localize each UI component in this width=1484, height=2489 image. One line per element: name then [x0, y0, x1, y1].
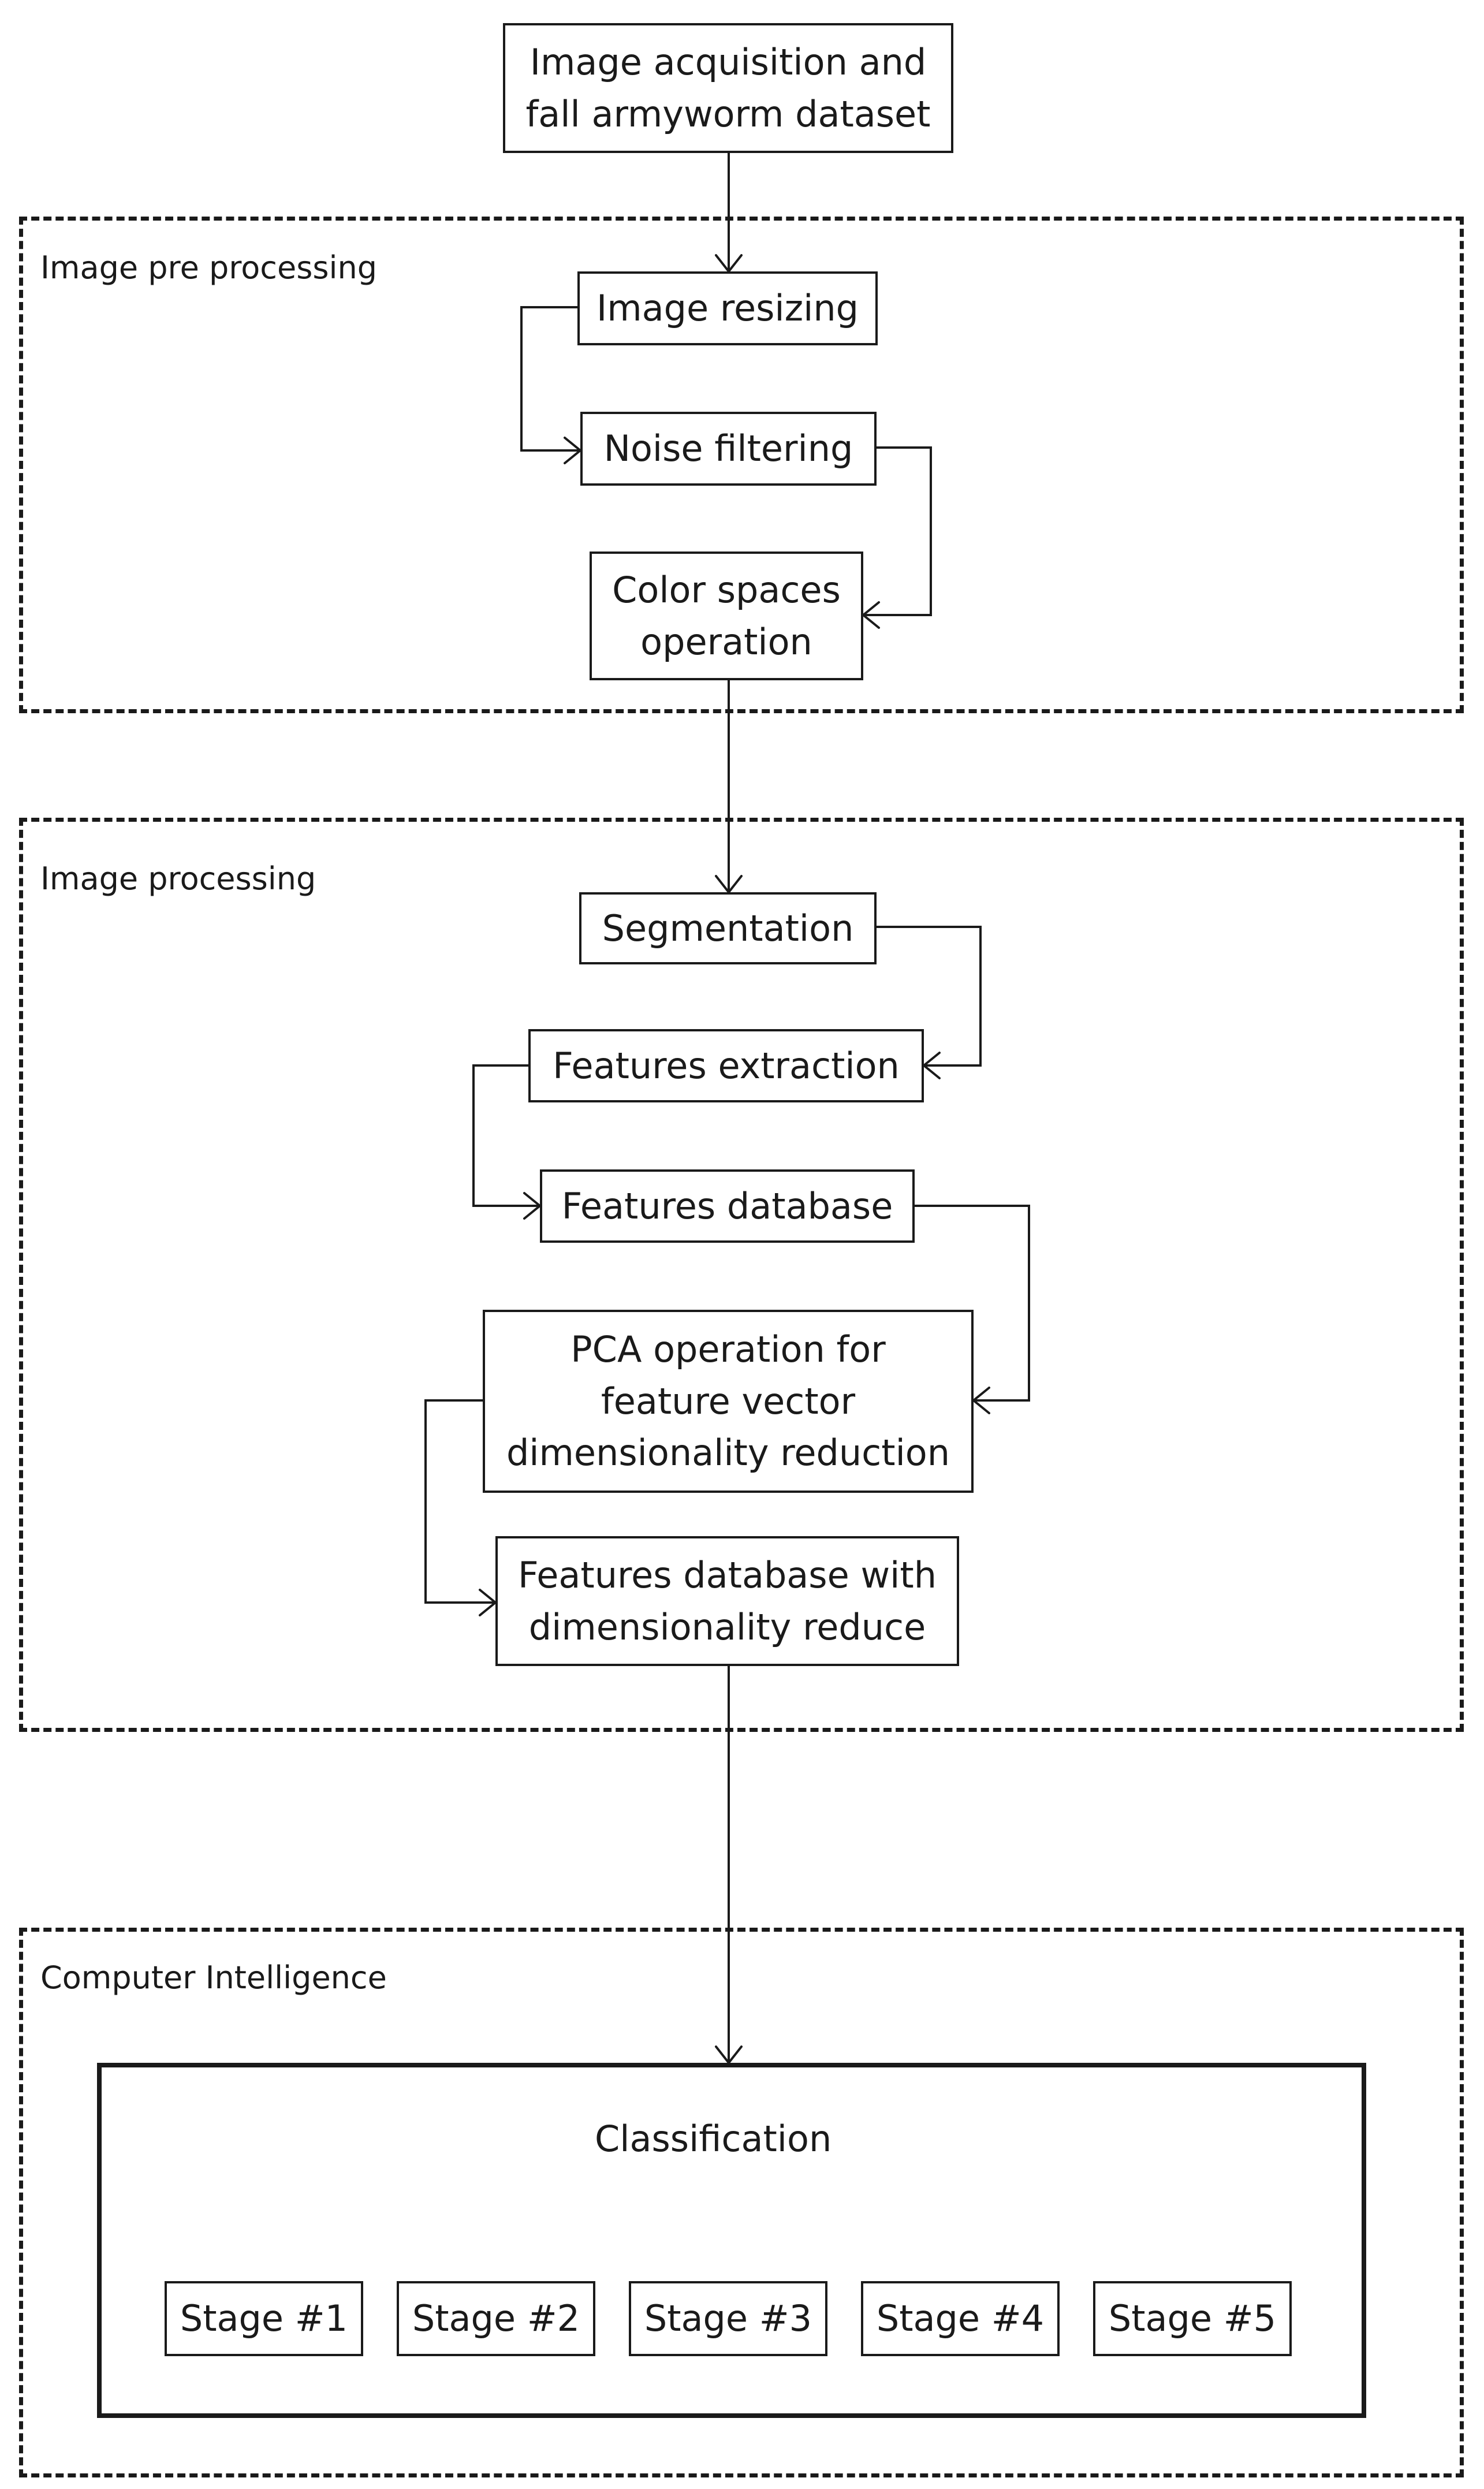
node-noise-filtering: Noise filtering [580, 412, 877, 486]
stage-label-5: Stage #5 [1108, 2297, 1277, 2340]
stage-box-2: Stage #2 [397, 2281, 595, 2356]
connector-pca-to-reduced [424, 1399, 497, 1604]
group-label-computer-intelligence: Computer Intelligence [40, 1959, 387, 1996]
connector-segmentation-to-extraction [875, 926, 982, 1067]
group-label-image-pre-processing: Image pre processing [40, 249, 377, 286]
stage-label-3: Stage #3 [644, 2297, 812, 2340]
node-features-database-label: Features database [561, 1184, 893, 1227]
stage-box-4: Stage #4 [861, 2281, 1060, 2356]
node-pca-line1: PCA operation for [571, 1328, 886, 1370]
arrowhead-color [861, 601, 880, 629]
node-color-spaces-operation: Color spaces operation [590, 552, 863, 680]
arrowhead-extraction [922, 1052, 941, 1079]
node-color-spaces-line2: operation [640, 620, 812, 663]
node-pca-line2: feature vector [601, 1380, 856, 1422]
group-label-image-processing: Image processing [40, 860, 316, 897]
node-features-extraction: Features extraction [528, 1029, 924, 1102]
node-image-resizing: Image resizing [577, 271, 878, 345]
node-pca-operation: PCA operation for feature vector dimensi… [483, 1310, 974, 1493]
stage-label-4: Stage #4 [876, 2297, 1045, 2340]
stage-label-2: Stage #2 [412, 2297, 580, 2340]
node-features-database-reduced: Features database with dimensionality re… [495, 1536, 959, 1666]
node-image-acquisition-line1: Image acquisition and [530, 40, 927, 83]
node-features-extraction-label: Features extraction [553, 1044, 900, 1087]
node-segmentation: Segmentation [579, 892, 877, 964]
stage-box-5: Stage #5 [1093, 2281, 1292, 2356]
node-image-acquisition: Image acquisition and fall armyworm data… [503, 23, 953, 153]
node-image-acquisition-line2: fall armyworm dataset [525, 92, 931, 135]
node-noise-filtering-label: Noise filtering [603, 427, 853, 470]
connector-database-to-pca [913, 1205, 1030, 1402]
connector-noise-to-color [862, 446, 932, 616]
classification-title: Classification [595, 2118, 832, 2160]
stage-label-1: Stage #1 [180, 2297, 348, 2340]
node-features-reduced-line2: dimensionality reduce [528, 1605, 926, 1648]
connector-extraction-to-database [472, 1064, 541, 1207]
stage-box-1: Stage #1 [165, 2281, 363, 2356]
arrowhead-pca [971, 1387, 990, 1414]
classification-box [97, 2063, 1366, 2418]
node-pca-line3: dimensionality reduction [506, 1432, 950, 1474]
group-image-processing [19, 818, 1464, 1732]
node-image-resizing-label: Image resizing [596, 287, 859, 330]
node-color-spaces-line1: Color spaces [612, 568, 841, 611]
node-segmentation-label: Segmentation [602, 907, 854, 949]
connector-resizing-to-noise [520, 306, 581, 452]
group-computer-intelligence [19, 1928, 1464, 2477]
stage-box-3: Stage #3 [629, 2281, 827, 2356]
group-image-pre-processing [19, 217, 1464, 713]
node-features-database: Features database [540, 1169, 915, 1243]
node-features-reduced-line1: Features database with [518, 1553, 937, 1596]
